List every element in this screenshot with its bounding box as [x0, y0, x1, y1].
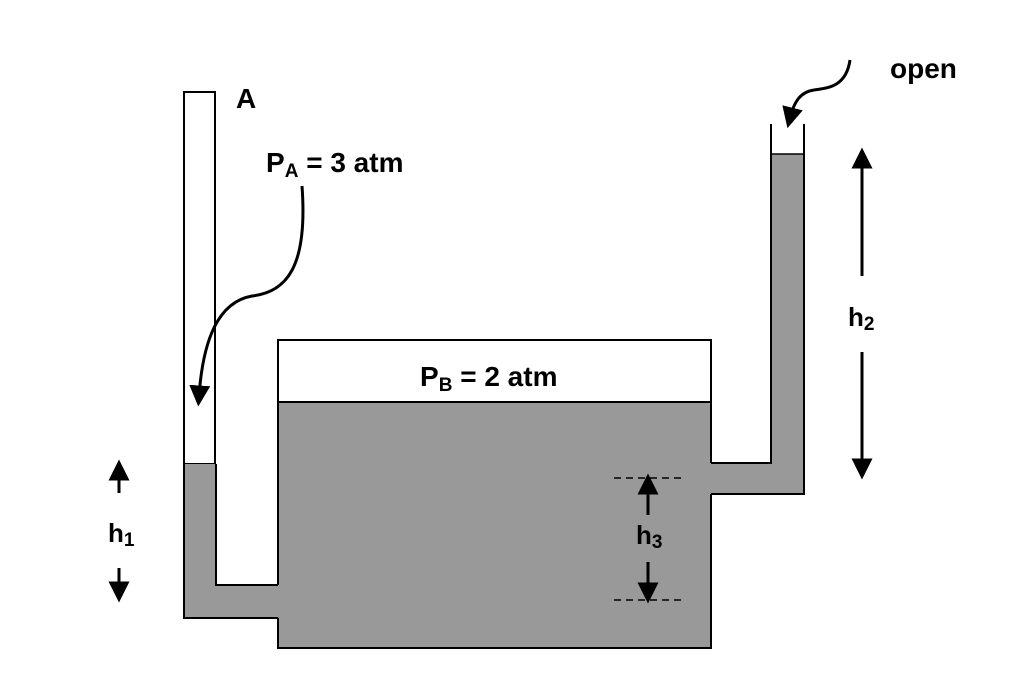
tank-outline [277, 339, 712, 649]
tank-gas-region [278, 340, 711, 402]
label-pa-value: = 3 atm [298, 147, 403, 178]
label-pa: PA = 3 atm [266, 147, 403, 182]
label-a: A [236, 83, 256, 114]
label-pb-symbol: P [420, 361, 439, 392]
label-h1: h1 [108, 518, 135, 551]
left-tube-liquid-outline [183, 464, 278, 619]
label-pb-subscript: B [439, 375, 453, 396]
label-pa-symbol: P [266, 147, 285, 178]
left-connector-liquid [184, 585, 280, 618]
label-h2-subscript: 2 [864, 314, 875, 335]
right-tube-open [709, 124, 805, 495]
left-tube-a [183, 91, 280, 619]
h3-dimension [614, 473, 682, 604]
tank-b [277, 339, 712, 649]
label-open: open [890, 53, 957, 84]
left-tube-gas-region [183, 91, 216, 465]
tank-liquid [278, 402, 711, 648]
label-h3: h3 [636, 520, 662, 553]
label-h3-symbol: h [636, 520, 652, 550]
right-tube-liquid [771, 154, 804, 494]
label-pa-subscript: A [285, 161, 299, 182]
right-tube-outline [711, 124, 805, 495]
label-h3-subscript: 3 [652, 532, 663, 553]
open-pointer-arrow [782, 59, 852, 129]
label-h2-symbol: h [848, 302, 864, 332]
label-pb: PB = 2 atm [420, 361, 557, 396]
label-h2: h2 [848, 302, 874, 335]
label-h1-subscript: 1 [124, 530, 135, 551]
label-h1-symbol: h [108, 518, 124, 548]
pa-pointer-arrow [189, 185, 305, 407]
label-pb-value: = 2 atm [452, 361, 557, 392]
